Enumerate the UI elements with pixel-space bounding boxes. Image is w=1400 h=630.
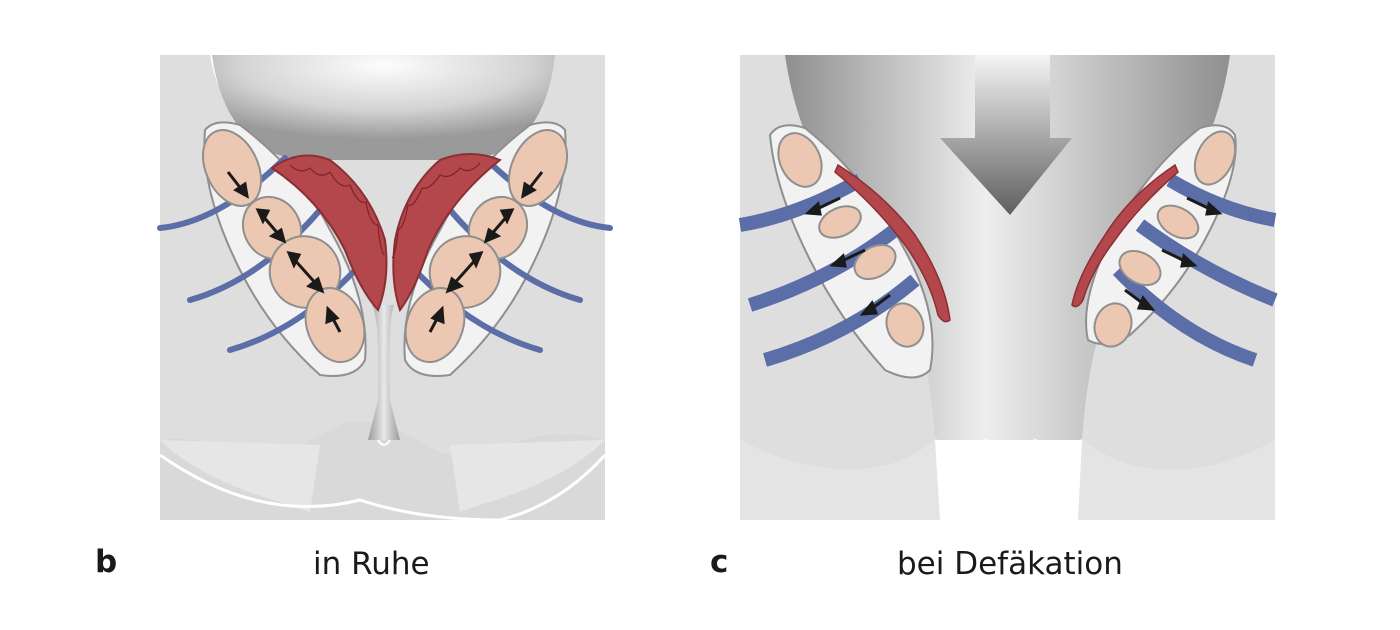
anal-canal-open	[785, 55, 1230, 440]
force-arrows-left	[226, 171, 342, 333]
at-rest-diagram	[157, 55, 613, 522]
right-buttock	[1078, 440, 1275, 520]
nerves-right	[1112, 173, 1278, 367]
relaxation-arrows-right	[1124, 196, 1223, 311]
panel-label-c: c	[710, 544, 729, 580]
push-arrow	[940, 55, 1072, 215]
skin-line	[159, 453, 607, 522]
left-buttock	[160, 440, 320, 512]
left-puborectalis	[270, 154, 388, 312]
rectum-ampulla	[212, 55, 555, 160]
relaxation-arrows-left	[804, 196, 891, 316]
anal-canal	[368, 305, 400, 440]
anal-opening	[934, 438, 1083, 447]
left-buttock	[740, 440, 940, 520]
left-puborectalis	[834, 163, 951, 323]
caption-defecation: bei Defäkation	[897, 546, 1123, 582]
left-muscle-bundles	[777, 132, 925, 348]
right-muscle-bundles	[1093, 130, 1237, 348]
nerves-left	[157, 155, 363, 353]
caption-at-rest: in Ruhe	[313, 546, 430, 582]
right-buttock	[450, 440, 605, 512]
panel-defecation: c bei Defäkation	[700, 0, 1400, 630]
force-arrows-right	[428, 171, 544, 333]
anal-opening	[377, 439, 391, 446]
nerves-left	[738, 173, 920, 367]
defecation-diagram	[738, 55, 1278, 520]
nerves-right	[407, 155, 613, 353]
panel-label-b: b	[95, 544, 118, 580]
right-puborectalis	[1071, 163, 1179, 308]
sphincter-texture	[289, 162, 481, 259]
panel-at-rest: b in Ruhe	[95, 55, 613, 582]
